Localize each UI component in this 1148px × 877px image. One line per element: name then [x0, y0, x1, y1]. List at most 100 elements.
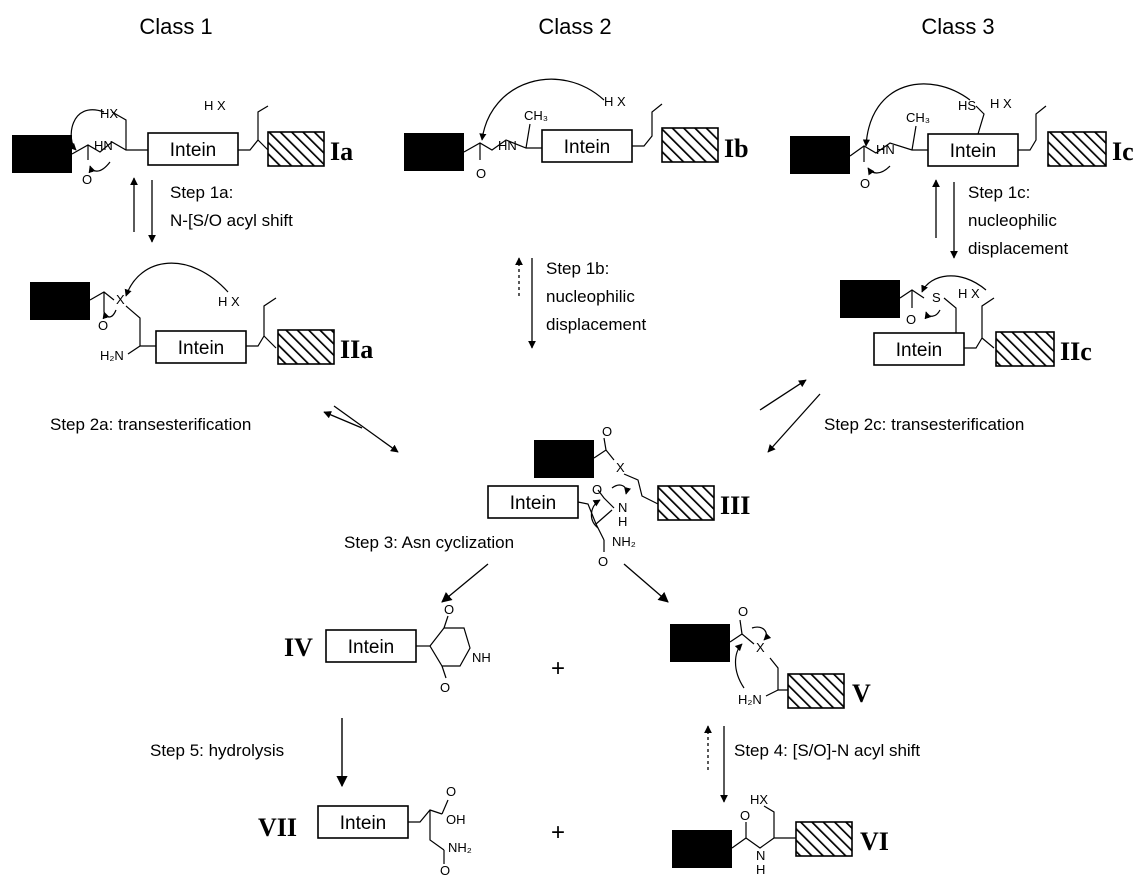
intein-box	[541, 129, 633, 163]
class-3-header: Class 3	[921, 14, 994, 39]
svg-text:O: O	[446, 784, 456, 799]
svg-text:HX: HX	[100, 106, 118, 121]
compound-V: V O X H₂N	[670, 604, 871, 709]
svg-text:O: O	[444, 602, 454, 617]
intein-box	[155, 330, 247, 364]
compound-IIc: Intein IIc S O H X	[840, 275, 1092, 367]
label-V: V	[852, 679, 871, 708]
compound-IV: IV Intein O NH O	[284, 602, 491, 695]
compound-Ic: Intein Ic HN O CH₃ HS H X	[790, 83, 1134, 191]
svg-text:Step 3: Asn cyclization: Step 3: Asn cyclization	[344, 533, 514, 552]
intein-box	[873, 332, 965, 366]
n-extein-block	[670, 624, 730, 662]
label-Ib: Ib	[724, 134, 749, 163]
n-extein-block	[840, 280, 900, 318]
svg-text:HX: HX	[750, 792, 768, 807]
svg-text:nucleophilic: nucleophilic	[546, 287, 635, 306]
n-extein-block	[404, 133, 464, 171]
class-2-header: Class 2	[538, 14, 611, 39]
svg-text:H X: H X	[604, 94, 626, 109]
svg-text:S: S	[932, 290, 941, 305]
svg-text:H₂N: H₂N	[100, 348, 124, 363]
svg-text:H: H	[756, 862, 765, 877]
intein-label: Intein	[340, 813, 386, 834]
intein-label: Intein	[170, 140, 216, 161]
compound-Ia: Intein Ia HX HN O H X	[12, 98, 353, 187]
label-IIa: IIa	[340, 335, 373, 364]
n-extein-block	[790, 136, 850, 174]
svg-text:O: O	[860, 176, 870, 191]
svg-text:O: O	[98, 318, 108, 333]
svg-text:O: O	[440, 680, 450, 695]
svg-text:H₂N: H₂N	[738, 692, 762, 707]
svg-text:N: N	[618, 500, 627, 515]
svg-text:NH: NH	[472, 650, 491, 665]
compound-VI: VI O HX N H	[672, 792, 889, 877]
intein-box	[317, 805, 409, 839]
label-III: III	[720, 491, 750, 520]
svg-text:H: H	[618, 514, 627, 529]
step-5: Step 5: hydrolysis	[150, 718, 348, 788]
compound-IIa: Intein IIa X O H₂N H X	[30, 262, 373, 365]
intein-label: Intein	[348, 637, 394, 658]
svg-text:H X: H X	[204, 98, 226, 113]
step-2a: Step 2a: transesterification	[50, 405, 399, 453]
intein-box	[147, 132, 239, 166]
n-extein-block	[30, 282, 90, 320]
svg-text:H X: H X	[218, 294, 240, 309]
n-extein-block	[12, 135, 72, 173]
label-Ia: Ia	[330, 137, 353, 166]
intein-box	[325, 629, 417, 663]
compound-VII: VII Intein O OH NH₂ O	[258, 784, 472, 877]
label-VI: VI	[860, 827, 889, 856]
step-2c: Step 2c: transesterification	[759, 379, 1024, 453]
class-1-header: Class 1	[139, 14, 212, 39]
svg-text:CH₃: CH₃	[524, 108, 548, 123]
compound-III: Intein III O X O N H NH₂ O	[487, 424, 750, 569]
step-1c: Step 1c: nucleophilic displacement	[932, 179, 1068, 259]
c-extein-block	[267, 131, 325, 167]
label-IV: IV	[284, 633, 313, 662]
step-1b: Step 1b: nucleophilic displacement	[515, 257, 646, 349]
svg-text:displacement: displacement	[968, 239, 1068, 258]
svg-text:displacement: displacement	[546, 315, 646, 334]
svg-text:N: N	[756, 848, 765, 863]
svg-text:NH₂: NH₂	[612, 534, 636, 549]
svg-text:O: O	[476, 166, 486, 181]
intein-box	[487, 485, 579, 519]
svg-text:O: O	[740, 808, 750, 823]
intein-label: Intein	[950, 141, 996, 162]
label-VII: VII	[258, 813, 297, 842]
svg-text:H X: H X	[958, 286, 980, 301]
svg-text:HN: HN	[876, 142, 895, 157]
svg-text:HN: HN	[94, 138, 113, 153]
svg-text:O: O	[906, 312, 916, 327]
svg-text:N-[S/O acyl shift: N-[S/O acyl shift	[170, 211, 293, 230]
svg-text:Step 1a:: Step 1a:	[170, 183, 233, 202]
svg-text:X: X	[116, 292, 125, 307]
svg-text:O: O	[602, 424, 612, 439]
svg-text:H X: H X	[990, 96, 1012, 111]
svg-text:Step 4: [S/O]-N acyl shift: Step 4: [S/O]-N acyl shift	[734, 741, 920, 760]
n-extein-block	[672, 830, 732, 868]
intein-label: Intein	[896, 340, 942, 361]
c-extein-block	[661, 127, 719, 163]
step-3: Step 3: Asn cyclization	[344, 533, 669, 603]
svg-text:nucleophilic: nucleophilic	[968, 211, 1057, 230]
svg-text:O: O	[82, 172, 92, 187]
c-extein-block	[1047, 131, 1107, 167]
intein-label: Intein	[178, 338, 224, 359]
step-4: Step 4: [S/O]-N acyl shift	[704, 725, 920, 803]
c-extein-block	[657, 485, 715, 521]
svg-text:Step 5: hydrolysis: Step 5: hydrolysis	[150, 741, 284, 760]
c-extein-block	[277, 329, 335, 365]
svg-text:HS: HS	[958, 98, 976, 113]
compound-Ib: Intein Ib HN O CH₃ H X	[404, 78, 749, 181]
svg-text:Step 1b:: Step 1b:	[546, 259, 609, 278]
svg-text:O: O	[592, 482, 602, 497]
svg-text:O: O	[440, 863, 450, 877]
svg-text:Step 2a: transesterification: Step 2a: transesterification	[50, 415, 251, 434]
c-extein-block	[995, 331, 1055, 367]
intein-label: Intein	[510, 493, 556, 514]
